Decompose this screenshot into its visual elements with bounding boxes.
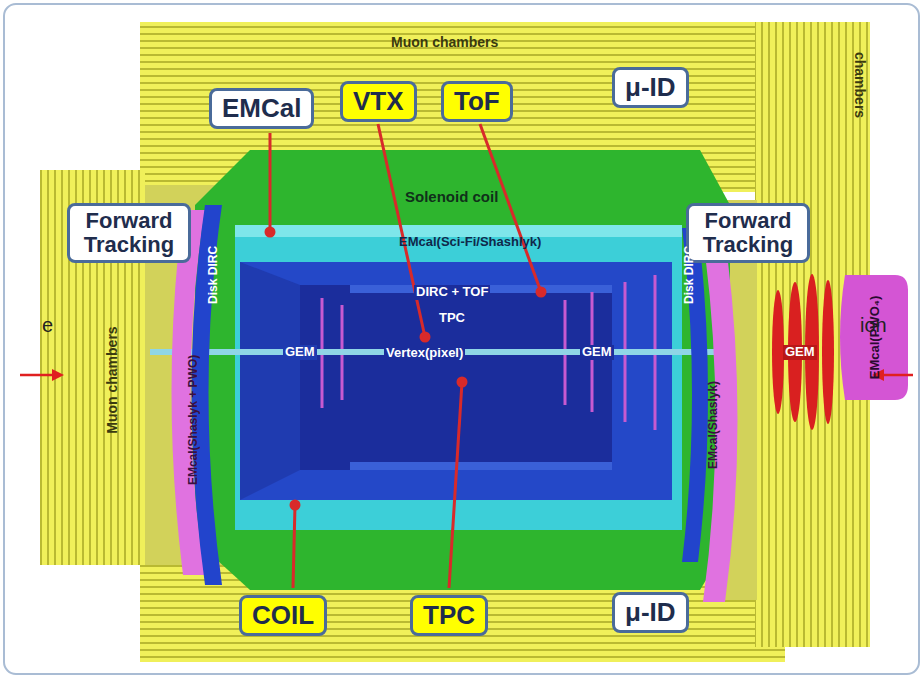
part-label: GEM bbox=[580, 345, 614, 360]
callout-text: μ-ID bbox=[625, 598, 676, 627]
callout-box: VTX bbox=[340, 81, 417, 122]
callout-box: Forward Tracking bbox=[67, 203, 191, 263]
callout-box: Forward Tracking bbox=[686, 203, 810, 263]
part-label: ion bbox=[860, 314, 887, 337]
callout-box: μ-ID bbox=[612, 67, 689, 108]
part-label: GEM bbox=[783, 345, 817, 360]
part-label: EMcal(Sci-Fi/Shashlyk) bbox=[399, 235, 541, 250]
callout-text: μ-ID bbox=[625, 73, 676, 102]
part-label: Disk DIRC bbox=[207, 246, 221, 304]
part-label: EMcal(Shaslyk) bbox=[707, 381, 721, 469]
part-label: TPC bbox=[439, 311, 465, 326]
part-label: Disk DIRC bbox=[683, 246, 697, 304]
callout-text: EMCal bbox=[222, 94, 301, 123]
callout-text: COIL bbox=[252, 601, 314, 630]
callout-text: TPC bbox=[423, 601, 475, 630]
callout-box: EMCal bbox=[209, 88, 314, 129]
callout-text: ToF bbox=[454, 87, 500, 116]
part-label: EMcal(Shaslyk + PWO) bbox=[187, 355, 201, 485]
callout-text: Forward Tracking bbox=[80, 209, 178, 257]
callout-box: COIL bbox=[239, 595, 327, 636]
callout-box: ToF bbox=[441, 81, 513, 122]
part-label: e bbox=[42, 314, 53, 337]
part-label: EMcal(PWO₄) bbox=[868, 296, 883, 379]
part-label: Solenoid coil bbox=[405, 188, 498, 205]
part-label: Vertex(pixel) bbox=[384, 346, 465, 361]
part-label: DIRC + TOF bbox=[414, 285, 490, 300]
part-label: GEM bbox=[283, 345, 317, 360]
part-label: chambers bbox=[852, 52, 868, 118]
part-label: Muon chambers bbox=[391, 34, 498, 50]
part-label: Muon chambers bbox=[104, 326, 120, 433]
callout-box: μ-ID bbox=[612, 592, 689, 633]
callout-text: Forward Tracking bbox=[699, 209, 797, 257]
callout-text: VTX bbox=[353, 87, 404, 116]
callout-box: TPC bbox=[410, 595, 488, 636]
